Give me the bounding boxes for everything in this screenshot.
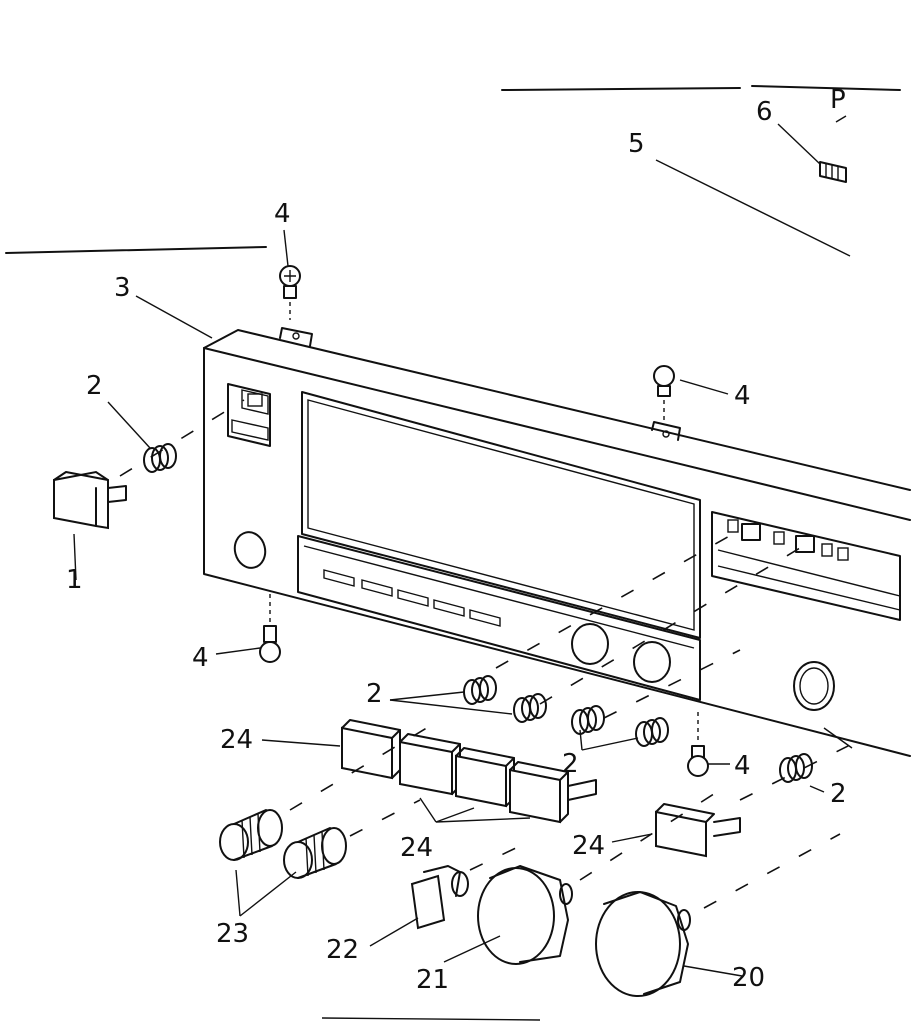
callout-24-a: 24	[220, 725, 253, 755]
screw-bottom-left	[259, 594, 281, 663]
screw-top-mid	[653, 365, 675, 420]
callout-4-top: 4	[274, 199, 291, 229]
callout-3: 3	[114, 273, 131, 303]
large-knob-21	[477, 865, 573, 965]
spring-2-a	[463, 675, 497, 705]
callout-4-mid: 4	[734, 381, 751, 411]
callout-21: 21	[416, 965, 449, 995]
callout-2-right: 2	[830, 779, 847, 809]
screw-6	[819, 161, 847, 183]
spring-2-d	[635, 717, 669, 747]
callout-2-center: 2	[562, 749, 579, 779]
power-button-1	[53, 470, 127, 530]
callout-24-b: 24	[400, 833, 433, 863]
callout-4-left: 4	[192, 643, 209, 673]
callout-6: 6	[756, 97, 773, 127]
spring-2-b	[513, 693, 547, 723]
spring-2-left	[143, 443, 177, 473]
callout-labels: P 6 5 4 3 2 4 1 4 2 24 2 4 2 24 24 23 22…	[66, 85, 847, 995]
indicator-slots	[323, 569, 501, 627]
callout-4-right: 4	[734, 751, 751, 781]
knob-23-right	[283, 827, 347, 879]
callout-P: P	[830, 85, 846, 115]
large-knob-20	[595, 891, 691, 997]
callout-2-left: 2	[86, 371, 103, 401]
knob-23-left	[219, 809, 283, 861]
frame-lines	[5, 85, 901, 1021]
callout-22: 22	[326, 935, 359, 965]
callout-2-mid: 2	[366, 679, 383, 709]
spring-2-right	[779, 753, 813, 783]
screw-bottom-right	[687, 712, 709, 777]
screw-top-left	[279, 265, 301, 320]
callout-20: 20	[732, 963, 765, 993]
front-panel	[203, 327, 911, 757]
part-22-knob	[410, 865, 469, 930]
spring-2-c	[571, 705, 605, 735]
leader-lines	[73, 115, 853, 977]
callout-24-c: 24	[572, 831, 605, 861]
callout-5: 5	[628, 129, 645, 159]
callout-23: 23	[216, 919, 249, 949]
callout-1: 1	[66, 565, 83, 595]
push-buttons-24	[341, 719, 741, 858]
